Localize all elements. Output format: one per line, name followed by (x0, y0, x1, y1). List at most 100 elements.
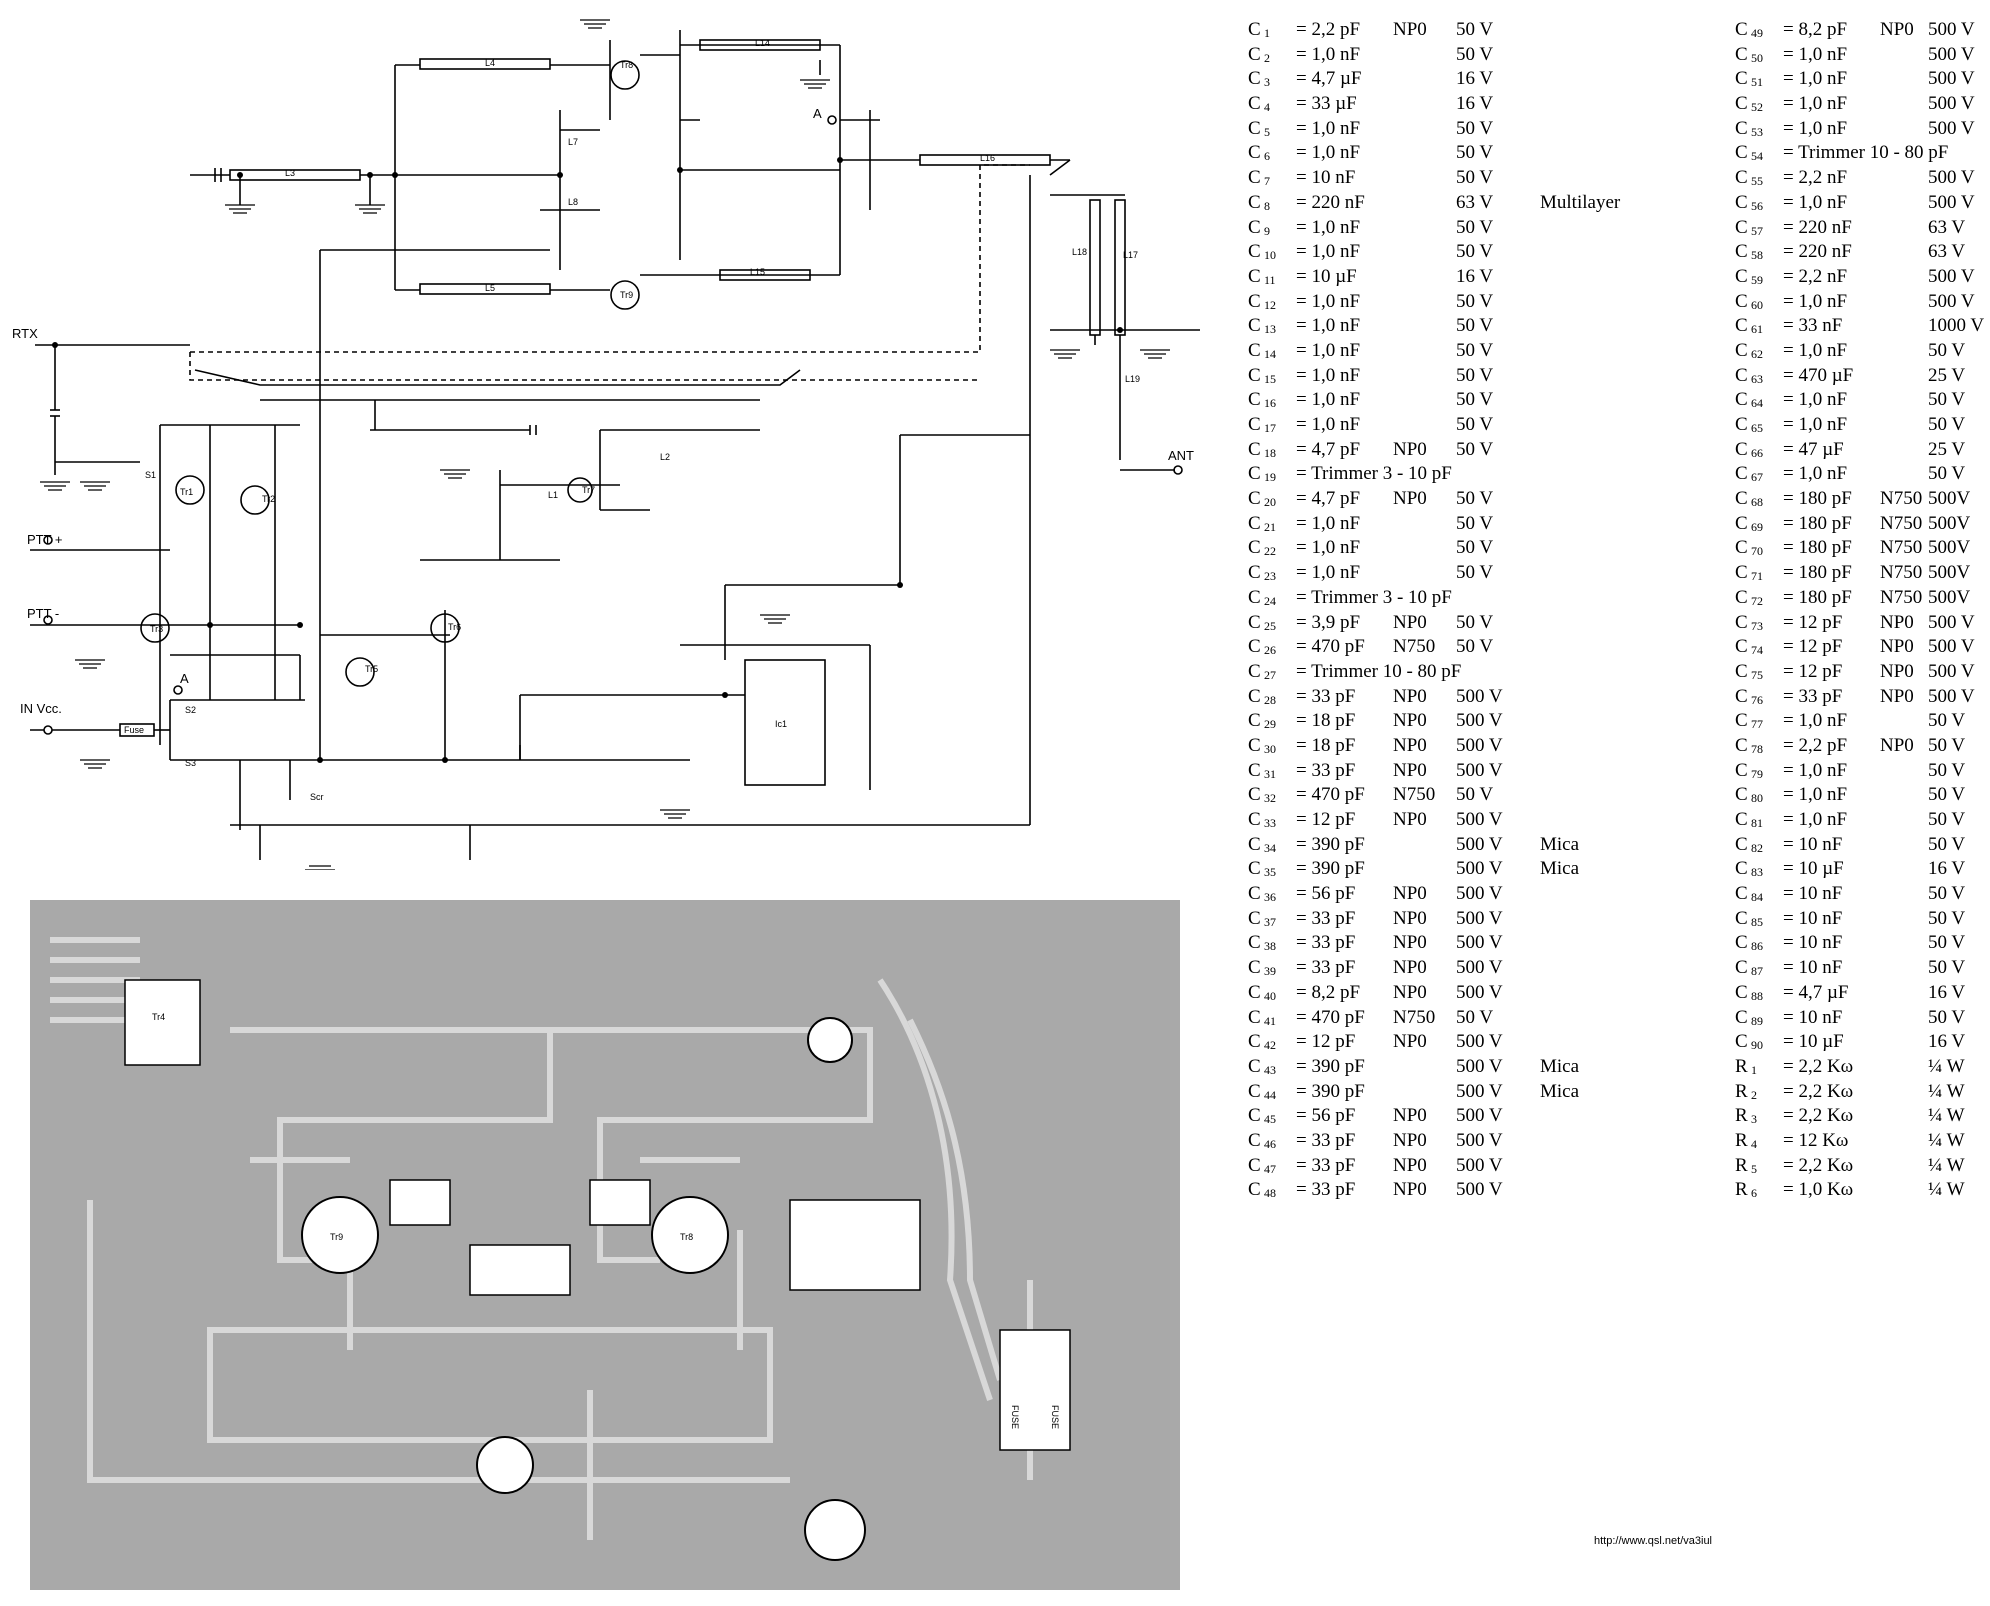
part-value: = 33 pF (1783, 685, 1843, 707)
part-rating: 500 V (1928, 636, 1975, 658)
part-number: 41 (1264, 1013, 1276, 1028)
part-rating: 50 V (1456, 389, 1494, 411)
part-number: 5 (1264, 124, 1270, 139)
part-ref: C (1735, 265, 1748, 287)
part-rating: 500 V (1456, 685, 1503, 707)
part-number: 76 (1751, 692, 1763, 707)
part-ref: C (1735, 685, 1748, 707)
part-ref: C (1735, 611, 1748, 633)
part-ref: C (1735, 883, 1748, 905)
part-ref: C (1735, 364, 1748, 386)
part-rating: 16 V (1456, 265, 1494, 287)
part-dielectric: N750 (1880, 586, 1923, 608)
part-rating: 50 V (1928, 734, 1966, 756)
part-value: = 180 pF (1783, 512, 1852, 534)
part-number: 69 (1751, 519, 1763, 534)
part-rating: 500 V (1928, 117, 1975, 139)
part-dielectric: NP0 (1393, 957, 1427, 979)
part-dielectric: NP0 (1880, 611, 1914, 633)
part-value: = 1,0 nF (1783, 414, 1848, 435)
part-value: = 33 pF (1296, 1154, 1356, 1176)
part-value: = 18 pF (1296, 734, 1356, 756)
part-value: = 1,0 nF (1783, 710, 1848, 732)
s1-label: S1 (145, 470, 156, 480)
part-value: = 1,0 nF (1783, 68, 1848, 90)
part-ref: C (1248, 19, 1261, 40)
part-rating: 25 V (1928, 364, 1966, 386)
part-rating: 50 V (1456, 117, 1494, 139)
part-ref: C (1248, 290, 1261, 312)
part-dielectric: NP0 (1393, 1129, 1427, 1151)
part-rating: 500 V (1928, 43, 1975, 65)
part-value: = 2,2 pF (1296, 19, 1361, 40)
part-number: 30 (1264, 741, 1276, 756)
part-rating: 50 V (1456, 636, 1494, 658)
part-value: = 33 pF (1296, 685, 1356, 707)
part-rating: 50 V (1928, 710, 1966, 732)
part-number: 24 (1264, 593, 1276, 608)
part-rating: 50 V (1456, 216, 1494, 238)
part-value: = 33 µF (1296, 93, 1357, 115)
part-value: = 1,0 nF (1296, 216, 1361, 238)
part-ref: C (1735, 586, 1748, 608)
part-number: 6 (1264, 149, 1270, 164)
part-value: = 220 nF (1783, 216, 1852, 238)
part-rating: 500 V (1456, 932, 1503, 954)
part-rating: 50 V (1456, 339, 1494, 361)
part-ref: C (1248, 809, 1261, 830)
part-value: = 1,0 nF (1783, 784, 1848, 806)
part-ref: C (1735, 512, 1748, 534)
part-number: 12 (1264, 297, 1276, 312)
part-value: = 1,0 nF (1783, 290, 1848, 312)
part-ref: C (1735, 19, 1748, 40)
l7-label: L7 (568, 137, 578, 147)
l19-label: L19 (1125, 374, 1140, 384)
tr5-label: Tr5 (365, 664, 378, 674)
part-number: 32 (1264, 791, 1276, 806)
part-value: = 470 pF (1296, 1006, 1365, 1028)
part-ref: C (1735, 907, 1748, 929)
pcb-fuse-label-2: FUSE (1050, 1405, 1060, 1429)
part-value: = 10 nF (1783, 907, 1843, 929)
part-ref: C (1248, 1179, 1261, 1201)
part-rating: 500 V (1456, 1129, 1503, 1151)
part-ref: C (1735, 290, 1748, 312)
part-value: = 4,7 µF (1783, 981, 1849, 1003)
part-ref: C (1248, 611, 1261, 633)
part-ref: C (1248, 142, 1261, 164)
part-number: 29 (1264, 717, 1276, 732)
part-ref: C (1735, 93, 1748, 115)
tr1-label: Tr1 (180, 487, 193, 497)
part-value: = 2,2 Kω (1783, 1080, 1854, 1102)
part-number: 72 (1751, 593, 1763, 608)
part-value: = 47 µF (1783, 438, 1844, 460)
part-dielectric: NP0 (1393, 1154, 1427, 1176)
ptt-plus-terminal-label: PTT + (27, 532, 63, 547)
node-a-label: A (813, 106, 822, 121)
part-number: 3 (1751, 1112, 1757, 1127)
part-rating: 50 V (1456, 167, 1494, 189)
part-ref: C (1248, 339, 1261, 361)
part-value: = 2,2 Kω (1783, 1055, 1854, 1077)
part-value: = Trimmer 10 - 80 pF (1783, 142, 1949, 164)
part-number: 62 (1751, 346, 1763, 361)
part-number: 49 (1751, 26, 1763, 40)
part-number: 77 (1751, 717, 1763, 732)
part-ref: C (1248, 685, 1261, 707)
part-ref: C (1735, 488, 1748, 510)
part-dielectric: NP0 (1880, 734, 1914, 756)
part-ref: C (1735, 117, 1748, 139)
part-rating: 16 V (1456, 68, 1494, 90)
pcb-tr8-label: Tr8 (680, 1232, 693, 1242)
ant-terminal-label: ANT (1168, 448, 1194, 463)
fuse-label: Fuse (124, 725, 144, 735)
part-number: 85 (1751, 914, 1763, 929)
part-rating: 50 V (1928, 389, 1966, 411)
part-number: 59 (1751, 272, 1763, 287)
part-number: 53 (1751, 124, 1763, 139)
part-value: = Trimmer 3 - 10 pF (1296, 463, 1452, 485)
part-value: = 10 nF (1783, 957, 1843, 979)
l17-label: L17 (1123, 250, 1138, 260)
part-ref: R (1735, 1179, 1748, 1201)
part-rating: 500 V (1456, 1105, 1503, 1127)
